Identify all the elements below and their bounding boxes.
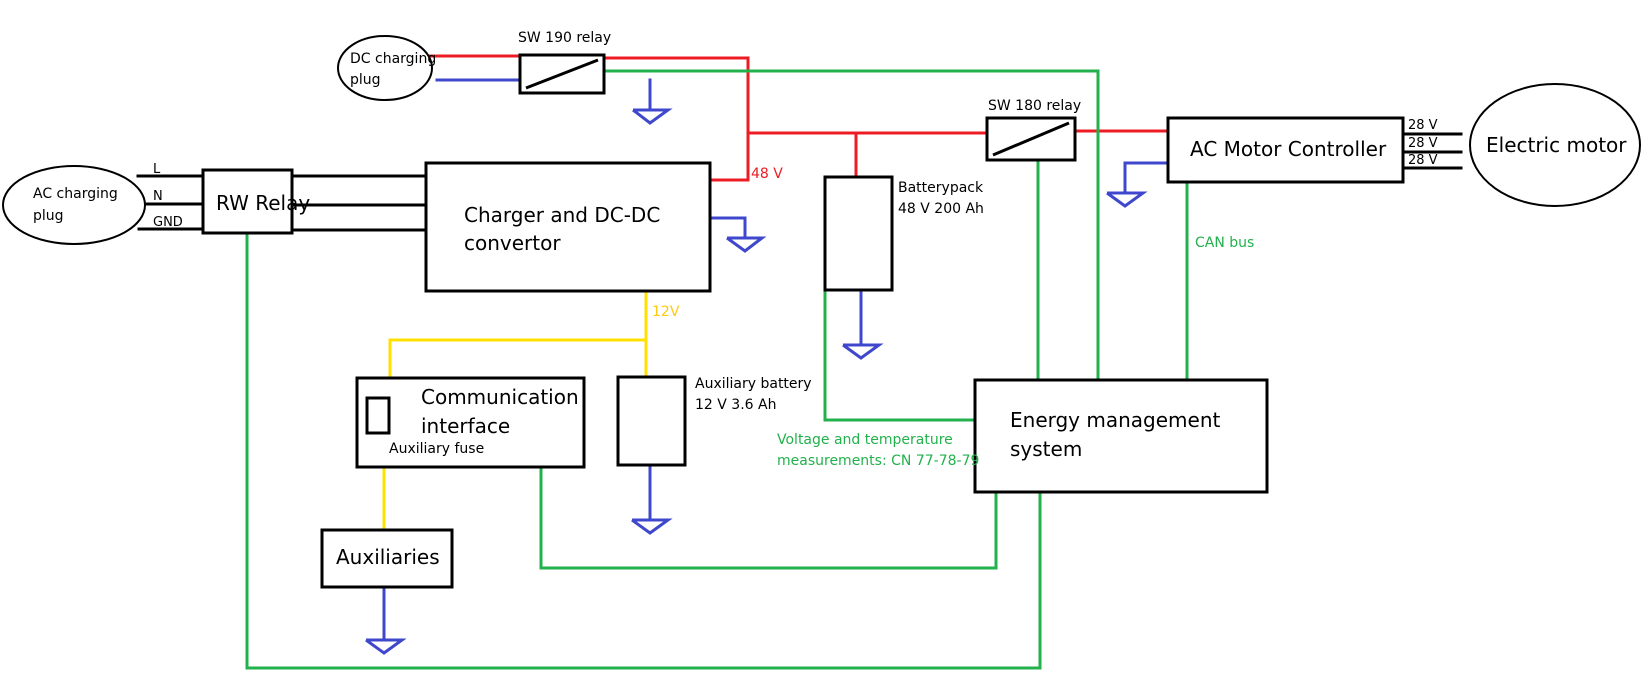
- ground-icon: [365, 638, 407, 655]
- electric-motor: Electric motor: [1469, 83, 1641, 207]
- communication-interface-box: [355, 376, 586, 469]
- communication-interface-label-2: interface: [421, 414, 510, 438]
- ac-motor-controller-label: AC Motor Controller: [1190, 137, 1387, 161]
- auxiliaries-box: [320, 528, 454, 589]
- red-48v-wires: [411, 54, 1170, 182]
- bus-48v-label: 48 V: [751, 166, 783, 182]
- can-bus-label: CAN bus: [1195, 235, 1254, 251]
- ac-charging-plug-label-1: AC charging: [33, 186, 118, 202]
- rw-relay-box: [201, 168, 294, 235]
- sw190-relay-label: SW 190 relay: [518, 30, 611, 46]
- measurements-label-1: Voltage and temperature: [777, 432, 953, 448]
- charger-12v-output-wire: [388, 289, 648, 400]
- fuse-icon: [365, 396, 391, 435]
- ac-charging-plug-outline: [2, 165, 146, 245]
- motor-phase-3-label: 28 V: [1408, 153, 1438, 168]
- sw190-relay-box: [518, 53, 606, 95]
- energy-management-system: Energy management system: [973, 378, 1269, 494]
- ground-icon: [1106, 191, 1148, 208]
- charger-dcdc-label-2: convertor: [464, 231, 561, 255]
- batterypack-box: [823, 175, 894, 292]
- energy-management-system-box: [973, 378, 1269, 494]
- auxiliaries-label: Auxiliaries: [336, 545, 440, 569]
- auxiliary-fuse-label: Auxiliary fuse: [389, 441, 484, 457]
- ground-icon: [632, 108, 673, 125]
- auxiliary-battery: Auxiliary battery 12 V 3.6 Ah: [616, 375, 812, 467]
- auxiliary-battery-label-1: Auxiliary battery: [695, 376, 812, 392]
- batterypack-label-1: Batterypack: [898, 180, 984, 196]
- sw180-relay: SW 180 relay: [985, 98, 1081, 162]
- bus-12v-label: 12V: [652, 304, 680, 320]
- batterypack-label-2: 48 V 200 Ah: [898, 201, 984, 217]
- dc-charging-plug: DC charging plug: [337, 35, 436, 101]
- sw190-relay: SW 190 relay: [518, 30, 611, 95]
- relay-switch-icon: [525, 58, 599, 90]
- ground-wires: [382, 78, 1170, 642]
- dc-charging-plug-label-1: DC charging: [350, 51, 436, 67]
- charger-dcdc-label-1: Charger and DC-DC: [464, 203, 660, 227]
- dc-charging-plug-outline: [337, 35, 433, 101]
- signal-wires: [245, 69, 1189, 670]
- ac-ground-label: GND: [153, 215, 183, 230]
- sw180-relay-label: SW 180 relay: [988, 98, 1081, 114]
- auxiliary-battery-box: [616, 375, 687, 467]
- rw-relay: RW Relay: [201, 168, 310, 235]
- rw-relay-control-wire: [245, 231, 1042, 670]
- rw-relay-label: RW Relay: [216, 191, 310, 215]
- ac-neutral-label: N: [153, 189, 163, 204]
- ac-line-label: L: [153, 162, 161, 177]
- motor-controller-ground-lead: [1123, 161, 1170, 195]
- ac-motor-controller-box: [1166, 116, 1405, 184]
- ac-charging-plug-label-2: plug: [33, 208, 64, 224]
- auxiliary-battery-label-2: 12 V 3.6 Ah: [695, 397, 776, 413]
- batterypack-measurement-wire: [823, 288, 977, 422]
- sw190-control-wire: [602, 69, 1100, 382]
- batterypack: Batterypack 48 V 200 Ah: [823, 175, 984, 292]
- ground-symbols: [365, 108, 1148, 655]
- measurements-label-2: measurements: CN 77-78-79: [777, 453, 979, 469]
- ground-icon: [631, 518, 673, 535]
- dc-bus-48v-wire: [602, 56, 750, 182]
- energy-management-system-label-1: Energy management: [1010, 408, 1221, 432]
- charger-ground-lead: [708, 216, 747, 240]
- relay-switch-icon: [992, 121, 1070, 157]
- ac-wires: [136, 132, 1463, 232]
- ac-motor-controller: AC Motor Controller: [1166, 116, 1405, 184]
- auxiliaries: Auxiliaries: [320, 528, 454, 589]
- energy-management-system-label-2: system: [1010, 437, 1082, 461]
- electric-motor-label: Electric motor: [1486, 133, 1627, 157]
- electric-motor-outline: [1469, 83, 1641, 207]
- charger-dcdc-box: [424, 161, 712, 293]
- communication-interface: Communication interface Auxiliary fuse: [355, 376, 586, 469]
- wire-labels: L N GND 48 V 12V 28 V 28 V 28 V CAN bus …: [153, 118, 1438, 469]
- charger-dcdc: Charger and DC-DC convertor: [424, 161, 712, 293]
- dc-charging-plug-label-2: plug: [350, 72, 381, 88]
- communication-interface-label-1: Communication: [421, 385, 579, 409]
- motor-phase-2-label: 28 V: [1408, 136, 1438, 151]
- comm-to-ems-wire: [539, 465, 998, 570]
- motor-phase-1-label: 28 V: [1408, 118, 1438, 133]
- ground-icon: [842, 343, 884, 360]
- ground-icon: [726, 236, 767, 253]
- ac-charging-plug: AC charging plug: [2, 165, 146, 245]
